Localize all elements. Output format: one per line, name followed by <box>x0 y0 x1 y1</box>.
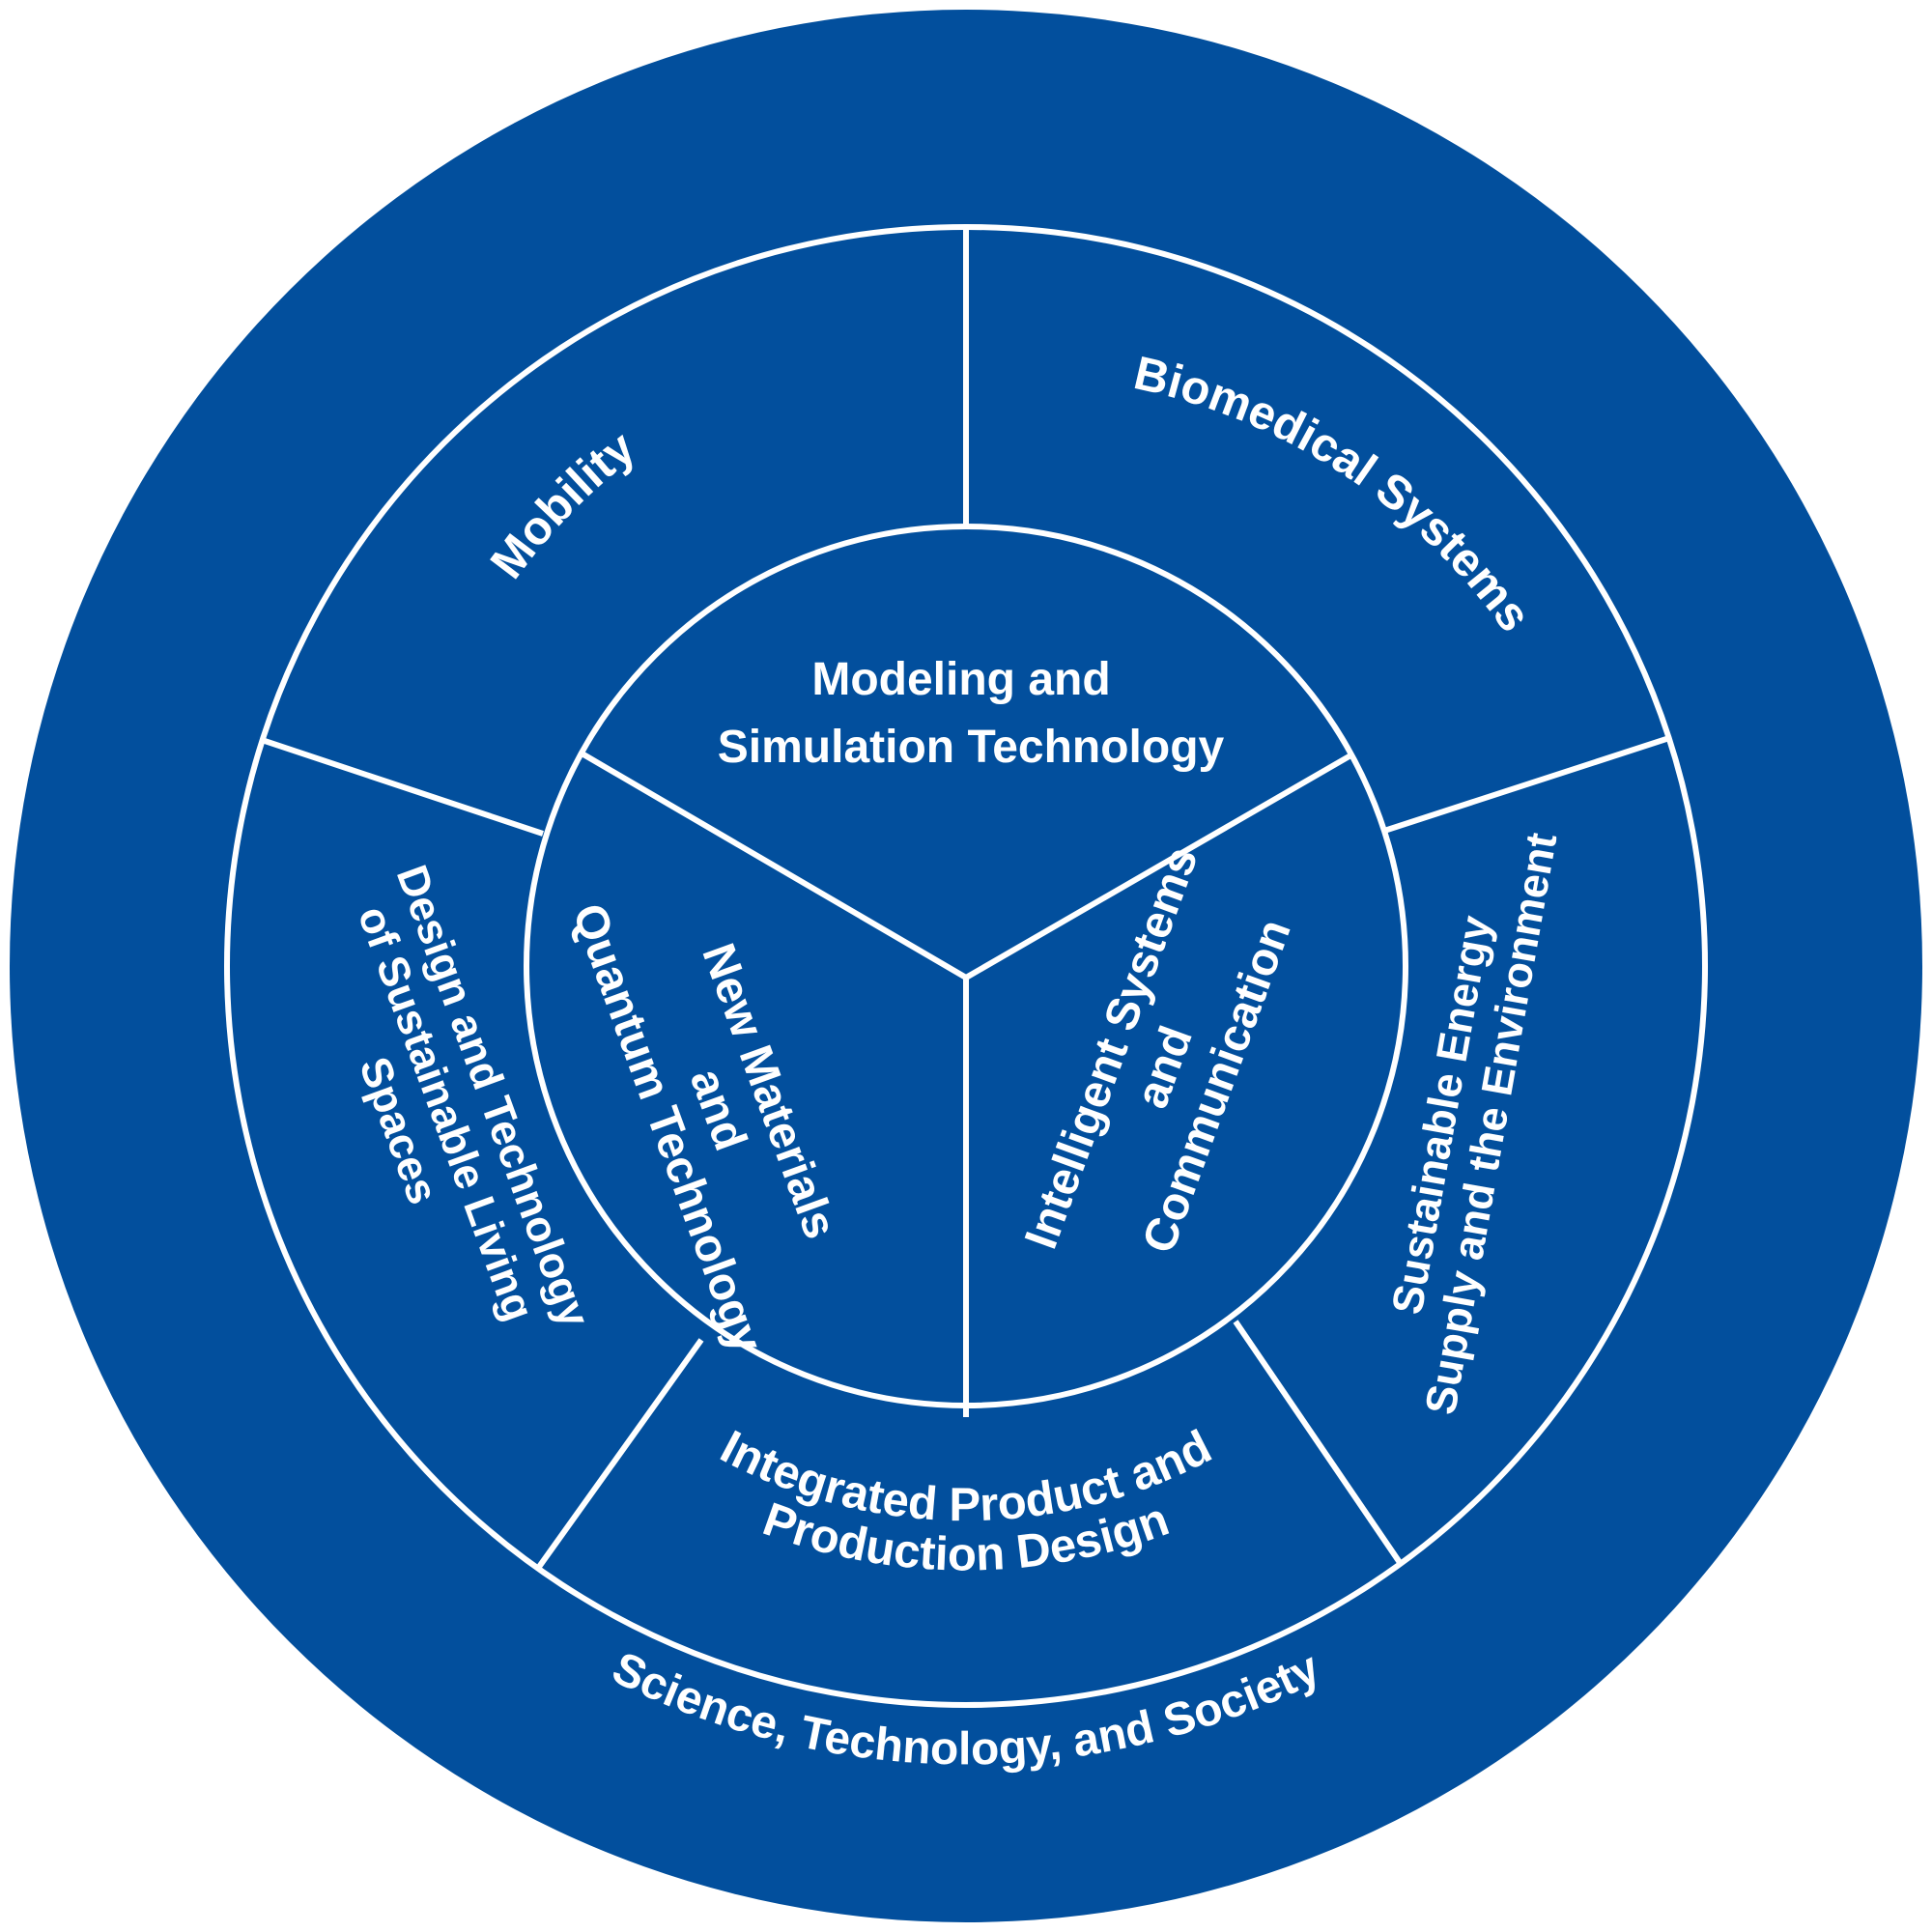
modeling-simulation-line-2: Simulation Technology <box>718 722 1225 773</box>
inner-divider-left <box>582 752 968 980</box>
divider-lower-left <box>536 1338 704 1569</box>
modeling-simulation-line-1: Modeling and <box>811 654 1110 705</box>
outer-disc <box>10 10 1922 1922</box>
divider-upper-left <box>264 738 544 837</box>
modeling-simulation-label: Modeling and Simulation Technology <box>718 654 1225 773</box>
divider-lower-right <box>1233 1320 1404 1566</box>
inner-divider-right <box>964 752 1354 980</box>
divider-upper-right <box>1383 735 1670 834</box>
